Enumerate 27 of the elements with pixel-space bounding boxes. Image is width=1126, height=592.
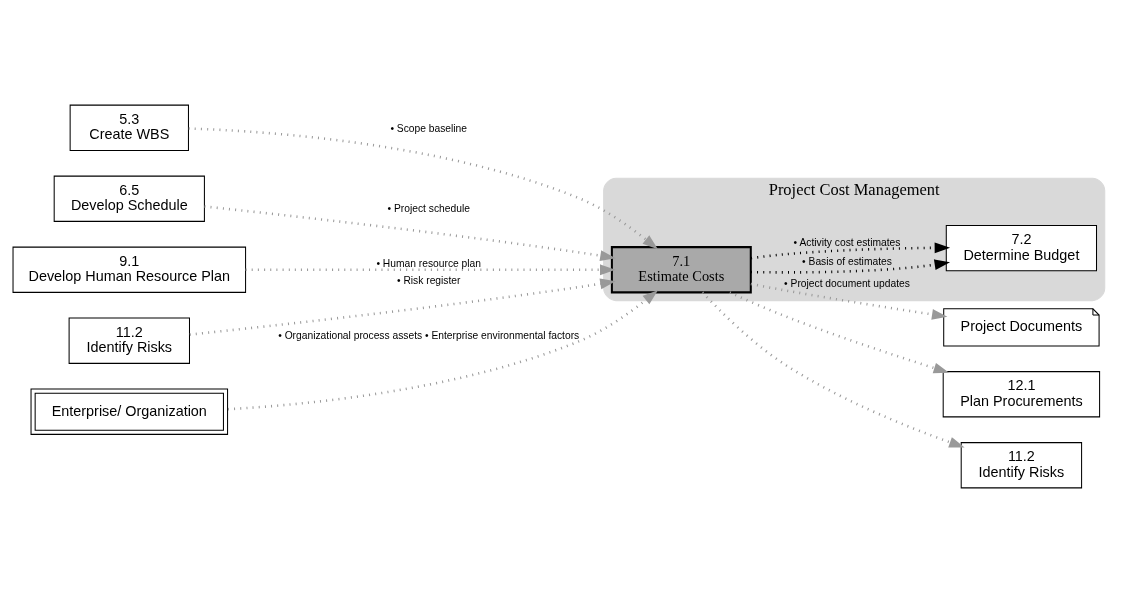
node-box: 7.2 Determine Budget [945,224,1098,271]
node-box: 7.1 Estimate Costs [610,245,752,293]
arrow [701,291,965,447]
node-box: 11.2 Identify Risks [960,441,1083,488]
arrow [751,258,950,274]
arrow [729,290,950,373]
arrow [750,282,948,320]
node-box: 11.2 Identify Risks [68,317,190,364]
node-box: Enterprise/ Organization [30,388,229,435]
arrow [189,277,616,336]
node-box: 6.5 Develop Schedule [53,175,205,222]
edge-label: • Basis of estimates [802,255,892,267]
node-box: 12.1 Plan Procurements [942,370,1101,417]
edge-label: • Activity cost estimates [793,236,901,248]
edge-label: • Project document updates [784,277,910,289]
arrow [245,263,616,275]
edge-label: • Risk register [396,274,461,286]
arrow [750,241,951,259]
edge-label: • Organizational process assets • Enterprise environmental factors [278,329,580,341]
arrow [204,204,616,261]
edge-label: • Project schedule [387,202,470,214]
node-box: 9.1 Develop Human Resource Plan [12,246,247,293]
arrow [227,289,658,410]
edge-label: • Human resource plan [376,257,482,269]
arrow [188,126,658,249]
node-box: 5.3 Create WBS [69,104,189,151]
edge-label: • Scope baseline [390,122,468,134]
